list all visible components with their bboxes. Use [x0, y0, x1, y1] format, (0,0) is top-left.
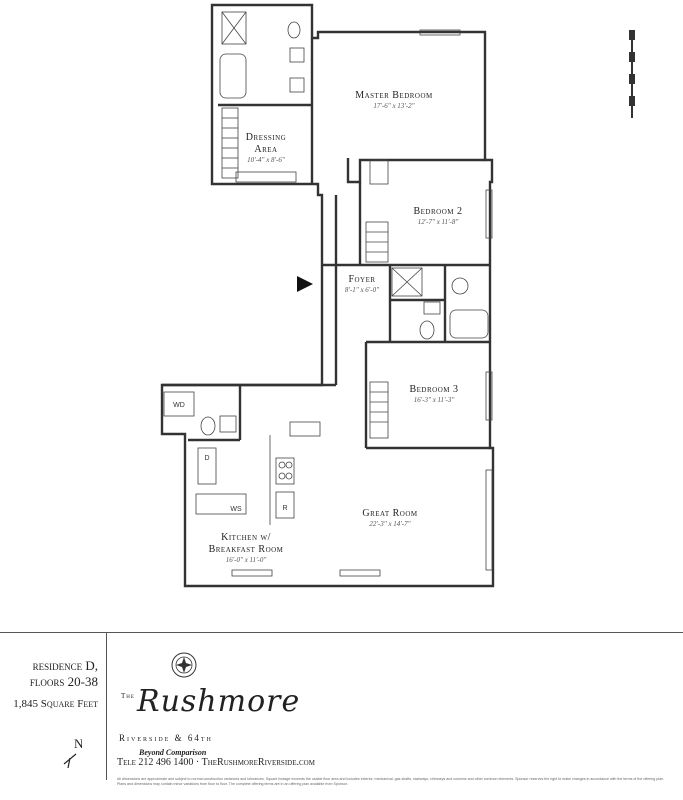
residence-name: residence D,: [32, 658, 98, 673]
plan-footer: residence D, floors 20-38 1,845 Square F…: [0, 632, 683, 800]
bedroom-3-dims: 16'-3" x 11'-3": [414, 396, 455, 404]
washer-dryer-label: WD: [173, 402, 185, 409]
master-bedroom-label: Master Bedroom: [355, 90, 433, 101]
dressing-area-label-2: Area: [254, 144, 277, 155]
bedroom-2-dims: 12'-7" x 11'-8": [418, 218, 459, 226]
residence-floors: floors 20-38: [29, 674, 98, 689]
dressing-area-label-1: Dressing: [246, 132, 286, 143]
foyer-dims: 8'-1" x 6'-0": [345, 286, 379, 294]
brand-the: The: [121, 692, 135, 700]
kitchen-dims: 16'-0" x 11'-0": [226, 556, 267, 564]
footer-divider: [106, 632, 107, 780]
great-room-dims: 22'-3" x 14'-7": [369, 520, 410, 528]
contact-line: Tele 212 496 1400 · TheRushmoreRiverside…: [117, 757, 315, 768]
kitchen-label-1: Kitchen w/: [221, 532, 271, 543]
entry-arrow-icon: [297, 276, 313, 292]
great-room-label: Great Room: [362, 508, 418, 519]
foyer-label: Foyer: [348, 274, 375, 285]
brand-location: Riverside & 64th: [119, 733, 213, 743]
north-label: N: [74, 736, 82, 751]
bedroom-2-label: Bedroom 2: [413, 206, 462, 217]
brand-tagline: Beyond Comparison: [139, 748, 207, 757]
dishwasher-label: D: [204, 455, 209, 462]
master-bedroom-dims: 17'-6" x 13'-2": [373, 102, 414, 110]
north-arrow-icon: N: [63, 736, 82, 769]
bath-fixtures: [219, 11, 489, 340]
brand-crest-icon: [171, 652, 197, 678]
kitchen-label-2: Breakfast Room: [209, 544, 284, 555]
dressing-area-dims: 10'-4" x 8'-6": [247, 156, 285, 164]
scale-bar-icon: [629, 30, 635, 118]
windows: [231, 29, 493, 577]
wine-storage-label: WS: [230, 506, 242, 513]
brand-name: Rushmore: [137, 684, 301, 719]
brand-logo: The Rushmore Riverside & 64th Beyond Com…: [117, 650, 317, 770]
residence-square-feet: 1,845 Square Feet: [13, 698, 98, 710]
refrigerator-label: R: [282, 505, 287, 512]
interior-walls: [162, 38, 490, 450]
kitchen-fixtures: [163, 391, 295, 525]
legal-disclaimer: All dimensions are approximate and subje…: [117, 777, 665, 786]
footer-rule: [0, 632, 683, 633]
bedroom-3-label: Bedroom 3: [409, 384, 458, 395]
closets: [221, 107, 389, 439]
floor-plan: Master Bedroom 17'-6" x 13'-2" Dressing …: [160, 3, 635, 588]
